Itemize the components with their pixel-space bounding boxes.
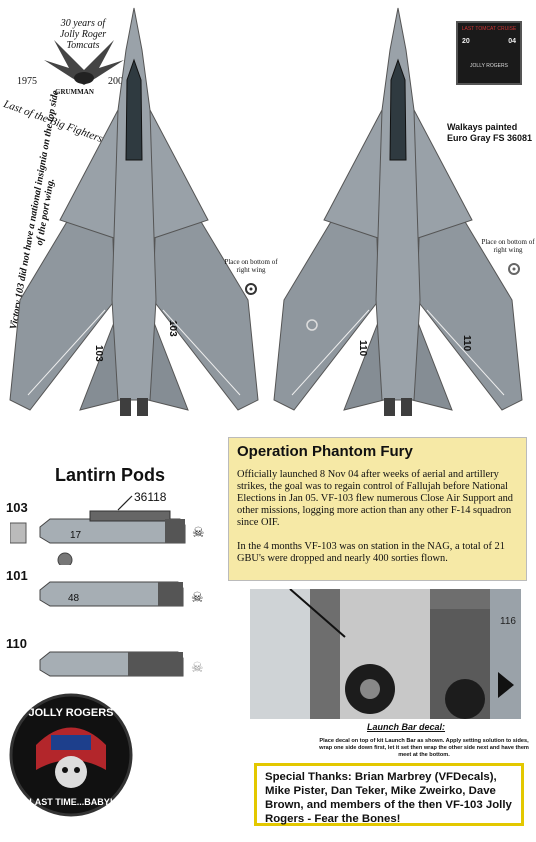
lantirn-title: Lantirn Pods	[55, 465, 166, 485]
pod-window-panel	[10, 522, 27, 544]
special-thanks-box: Special Thanks: Brian Marbrey (VFDecals)…	[254, 763, 524, 826]
skull-crossbones-icon-2: ☠	[191, 591, 204, 606]
logo-year-start: 1975	[17, 76, 37, 87]
launch-bar-decal-icon	[498, 672, 514, 698]
operation-paragraph-1: Officially launched 8 Nov 04 after weeks…	[237, 469, 514, 528]
cruise-patch-year-b: 04	[508, 38, 516, 45]
walkways-line2: Euro Gray FS 36081	[447, 133, 533, 143]
logo-line1: 30 years of	[60, 18, 106, 29]
logo-heading: 30 years of Jolly Roger Tomcats	[38, 18, 128, 51]
jolly-patch-bottom-text: LAST TIME...BABY!	[29, 797, 113, 807]
lantirn-fs-code: 36118	[134, 490, 167, 504]
place-bottom-note-2: Place on bottom of right wing	[481, 238, 535, 254]
f14-left-topview: 103 103	[9, 7, 259, 416]
pod-103-marking: 17	[70, 530, 82, 541]
operation-title: Operation Phantom Fury	[237, 443, 413, 460]
cruise-patch: LAST TOMCAT CRUISE 20 04 JOLLY ROGERS	[456, 21, 522, 85]
walkways-note: Walkays painted Euro Gray FS 36081	[447, 122, 532, 144]
walkways-line1: Walkays painted	[447, 122, 518, 132]
right-jet-modex-b: 110	[461, 335, 472, 352]
fs-code-arrow-icon	[117, 495, 133, 511]
right-jet-modex-a: 110	[357, 340, 368, 357]
launch-bar-title: Launch Bar decal:	[367, 722, 446, 732]
photo-modex: 116	[500, 616, 516, 627]
place-bottom-note-1: Place on bottom of right wing	[224, 258, 278, 274]
cruise-patch-year-a: 20	[462, 38, 470, 45]
logo-line2: Jolly Roger	[59, 29, 107, 40]
left-jet-modex-b: 103	[167, 320, 178, 337]
pod-101-drawing: 48 ☠	[39, 581, 204, 607]
special-thanks-text: Special Thanks: Brian Marbrey (VFDecals)…	[265, 771, 512, 825]
pod-101-marking: 48	[68, 593, 80, 604]
pod-110-drawing: ☠	[39, 651, 204, 677]
launch-bar-instructions: Place decal on top of kit Launch Bar as …	[319, 738, 529, 758]
cruise-patch-years: 20 04	[458, 38, 520, 45]
f14-right-topview: 110 110	[273, 7, 523, 416]
pod-103-drawing: 17 ☠	[10, 510, 205, 565]
operation-paragraph-2: In the 4 months VF-103 was on station in…	[237, 541, 505, 564]
logo-maker: GRUMMAN	[55, 88, 94, 96]
skull-crossbones-icon-3: ☠	[191, 661, 204, 676]
skull-crossbones-icon: ☠	[192, 526, 205, 541]
pod-label-103: 103	[6, 500, 28, 515]
insignia-star-icon	[245, 283, 257, 295]
operation-box: Operation Phantom Fury Officially launch…	[228, 437, 527, 581]
jolly-patch-top-text: JOLLY ROGERS	[29, 707, 114, 719]
pod-label-110: 110	[6, 636, 27, 651]
national-insignia-icon	[306, 319, 318, 331]
cruise-patch-title: LAST TOMCAT CRUISE	[461, 26, 517, 32]
pod-lens-icon	[57, 552, 73, 565]
eagle-emblem-icon	[44, 40, 124, 85]
insignia-star-icon-2	[508, 263, 520, 275]
logo-year-end: 2005	[108, 76, 128, 87]
jolly-rogers-patch-icon: JOLLY ROGERS LAST TIME...BABY!	[9, 693, 133, 817]
pod-label-101: 101	[6, 568, 28, 583]
cruise-patch-label: JOLLY ROGERS	[470, 63, 508, 69]
logo-line3: Tomcats	[66, 40, 100, 51]
launch-bar-photo: 116	[250, 589, 521, 719]
left-jet-modex-a: 103	[93, 345, 104, 362]
